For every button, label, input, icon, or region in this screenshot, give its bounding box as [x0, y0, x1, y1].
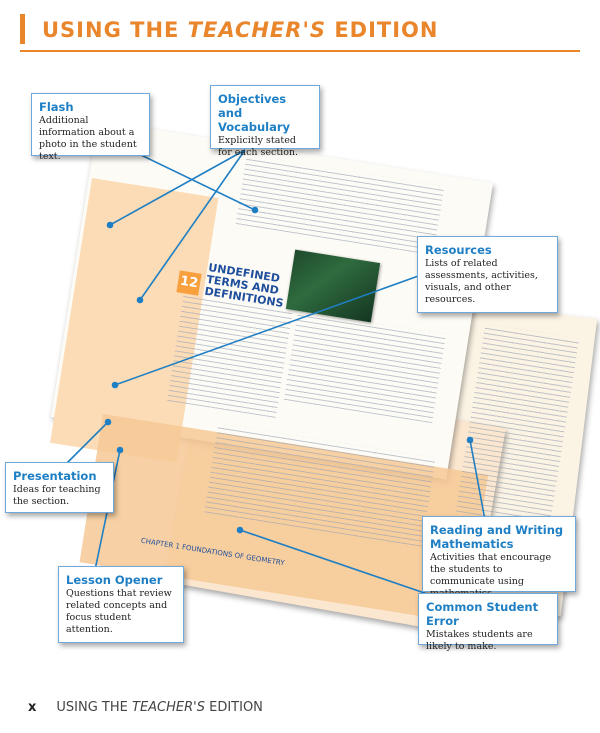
footer-italic: TEACHER'S — [132, 700, 205, 715]
header-rule — [20, 50, 580, 52]
student-error-desc: Mistakes students are likely to make. — [426, 629, 533, 652]
header-accent-bar — [20, 14, 25, 44]
student-error-title: Common Student Error — [426, 600, 539, 628]
flash-title: Flash — [39, 100, 74, 114]
lesson-opener-callout: Lesson Opener Questions that review rela… — [58, 566, 184, 643]
title-prefix: USING THE — [42, 18, 188, 42]
footer-suffix: EDITION — [204, 700, 263, 715]
page-footer: x USING THE TEACHER'S EDITION — [28, 700, 263, 715]
footer-prefix: USING THE — [56, 700, 132, 715]
lesson-opener-desc: Questions that review related concepts a… — [66, 588, 172, 635]
presentation-callout: Presentation Ideas for teaching the sect… — [5, 462, 114, 513]
objectives-leader-1 — [109, 149, 246, 226]
objectives-title: Objectives and Vocabulary — [218, 92, 291, 134]
student-error-leader — [239, 529, 446, 601]
page-header: USING THE TEACHER'S EDITION — [20, 14, 600, 54]
objectives-callout: Objectives and Vocabulary Explicitly sta… — [210, 85, 320, 158]
reading-leader — [469, 439, 486, 521]
resources-leader — [114, 269, 436, 386]
objectives-desc: Explicitly stated for each section. — [218, 135, 299, 158]
title-italic: TEACHER'S — [187, 18, 327, 42]
resources-callout: Resources Lists of related assessments, … — [417, 236, 558, 313]
presentation-title: Presentation — [13, 469, 97, 483]
resources-title: Resources — [425, 243, 492, 257]
lesson-opener-title: Lesson Opener — [66, 573, 163, 587]
reading-callout: Reading and Writing Mathematics Activiti… — [422, 516, 576, 599]
flash-desc: Additional information about a photo in … — [39, 115, 137, 162]
title-suffix: EDITION — [326, 18, 439, 42]
resources-desc: Lists of related assessments, activities… — [425, 258, 538, 305]
objectives-leader-2 — [139, 149, 246, 301]
flash-callout: Flash Additional information about a pho… — [31, 93, 150, 162]
reading-title: Reading and Writing Mathematics — [430, 523, 564, 551]
page-number: x — [28, 700, 37, 715]
student-error-callout: Common Student Error Mistakes students a… — [418, 593, 558, 652]
page-title: USING THE TEACHER'S EDITION — [42, 18, 438, 42]
presentation-desc: Ideas for teaching the section. — [13, 484, 101, 507]
